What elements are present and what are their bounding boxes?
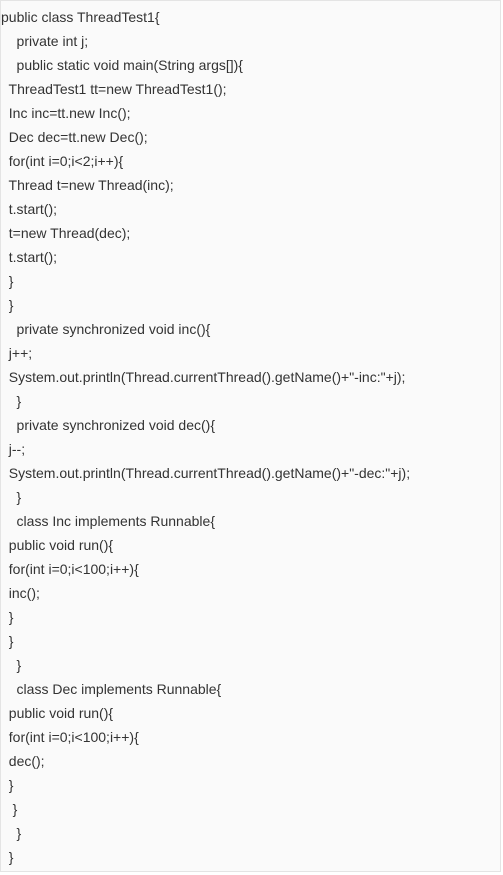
code-line: } xyxy=(1,297,14,313)
code-line: t.start(); xyxy=(1,201,57,217)
code-line: public class ThreadTest1{ xyxy=(1,9,160,25)
code-line: } xyxy=(1,273,14,289)
code-line: Inc inc=tt.new Inc(); xyxy=(1,105,131,121)
code-line: j++; xyxy=(1,345,33,361)
code-line: System.out.println(Thread.currentThread(… xyxy=(1,465,411,481)
code-line: for(int i=0;i<100;i++){ xyxy=(1,729,139,745)
code-line: t.start(); xyxy=(1,249,57,265)
code-line: private synchronized void inc(){ xyxy=(1,321,211,337)
code-line: Thread t=new Thread(inc); xyxy=(1,177,174,193)
code-line: public static void main(String args[]){ xyxy=(1,57,243,73)
code-line: ThreadTest1 tt=new ThreadTest1(); xyxy=(1,81,227,97)
code-line: inc(); xyxy=(1,585,40,601)
code-lines: public class ThreadTest1{ private int j;… xyxy=(1,5,500,869)
code-line: } xyxy=(1,609,14,625)
code-line: class Inc implements Runnable{ xyxy=(1,513,215,529)
code-line: } xyxy=(1,657,22,673)
code-line: } xyxy=(1,633,14,649)
code-line: t=new Thread(dec); xyxy=(1,225,131,241)
code-line: class Dec implements Runnable{ xyxy=(1,681,222,697)
code-line: } xyxy=(1,393,22,409)
code-line: } xyxy=(1,777,14,793)
code-line: } xyxy=(1,489,22,505)
code-line: Dec dec=tt.new Dec(); xyxy=(1,129,148,145)
code-line: for(int i=0;i<100;i++){ xyxy=(1,561,139,577)
code-line: private int j; xyxy=(1,33,89,49)
code-line: dec(); xyxy=(1,753,45,769)
code-line: public void run(){ xyxy=(1,537,114,553)
code-line: private synchronized void dec(){ xyxy=(1,417,215,433)
code-line: } xyxy=(1,825,22,841)
code-line: public void run(){ xyxy=(1,705,114,721)
code-line: } xyxy=(1,849,14,865)
code-line: System.out.println(Thread.currentThread(… xyxy=(1,369,406,385)
code-line: j--; xyxy=(1,441,26,457)
code-line: for(int i=0;i<2;i++){ xyxy=(1,153,124,169)
code-line: } xyxy=(1,801,18,817)
